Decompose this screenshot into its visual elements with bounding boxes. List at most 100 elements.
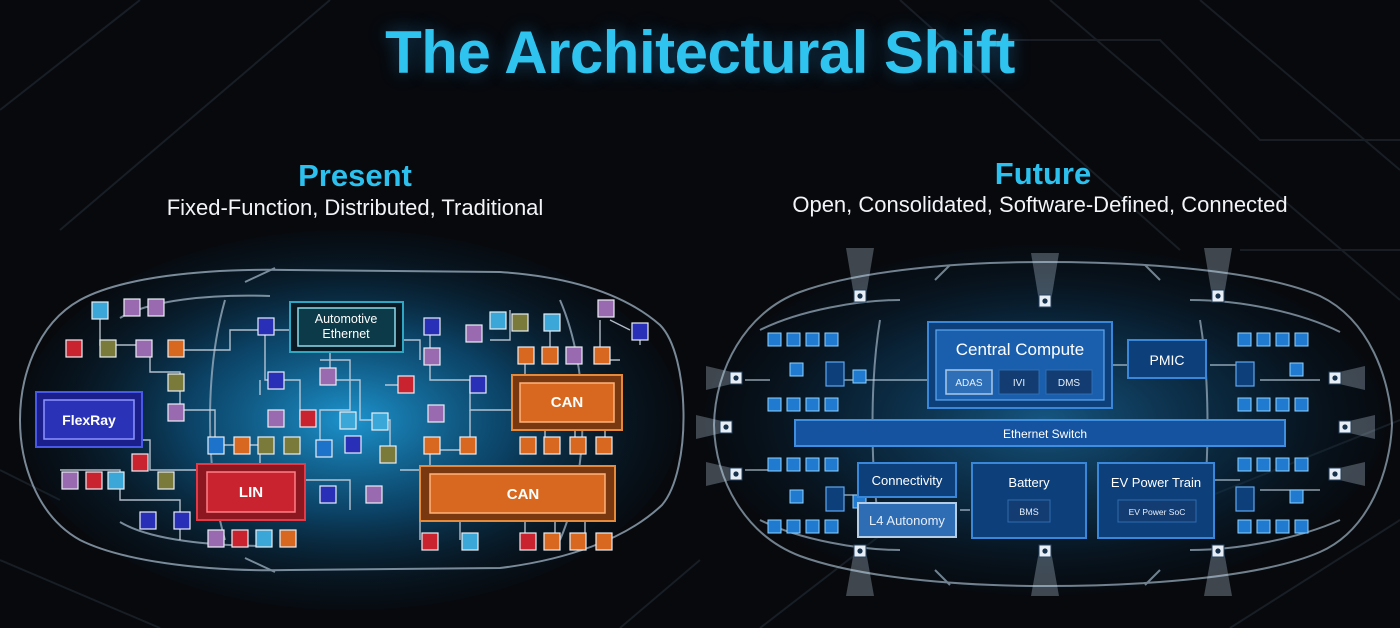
automotive-ethernet-label-1: Automotive — [315, 312, 378, 326]
ecu-module — [207, 529, 225, 548]
future-zonal-ecus — [767, 332, 1309, 534]
ecu-module — [565, 346, 583, 365]
dms-label: DMS — [1058, 378, 1081, 389]
zonal-ecu-module — [1289, 362, 1304, 377]
zonal-ecu-module — [805, 457, 820, 472]
ecu-module — [459, 436, 477, 455]
zonal-ecu-module — [1294, 397, 1309, 412]
lin-box: LIN — [196, 463, 306, 521]
zonal-ecu-module — [1256, 457, 1271, 472]
zonal-ecu-module — [805, 332, 820, 347]
flexray-label: FlexRay — [62, 412, 116, 428]
ev-power-train-label: EV Power Train — [1111, 475, 1201, 490]
ecu-module — [147, 298, 165, 317]
connectivity-box: Connectivity — [857, 462, 957, 498]
l4-autonomy-box: L4 Autonomy — [857, 502, 957, 538]
present-subtitle: Fixed-Function, Distributed, Traditional — [166, 195, 544, 220]
sensor-lens-icon — [723, 424, 729, 430]
ecu-module — [339, 411, 357, 430]
future-heading: Future — [994, 156, 1092, 191]
ecu-module — [279, 529, 297, 548]
ecu-module — [257, 436, 275, 455]
zonal-ecu-module — [786, 397, 801, 412]
ecu-module — [131, 453, 149, 472]
ev-power-train-box: EV Power Train EV Power SoC — [1097, 462, 1215, 539]
battery-label: Battery — [1008, 475, 1050, 490]
ecu-module — [233, 436, 251, 455]
sensor-lens-icon — [857, 293, 863, 299]
ecu-module — [167, 403, 185, 422]
sensor-beam — [1031, 551, 1059, 596]
zonal-ecu-module — [1256, 332, 1271, 347]
ecu-module — [107, 471, 125, 490]
ecu-module — [631, 322, 649, 341]
ecu-module — [207, 436, 225, 455]
can-lower-box: CAN — [419, 465, 616, 522]
ecu-module — [173, 511, 191, 530]
ecu-module — [423, 317, 441, 336]
ecu-module — [421, 532, 439, 551]
zonal-ecu-module — [1237, 332, 1252, 347]
can-upper-label: CAN — [551, 394, 584, 411]
ecu-module — [595, 436, 613, 455]
zonal-ecu-module — [786, 457, 801, 472]
ecu-module — [423, 347, 441, 366]
zonal-ecu-module — [1275, 519, 1290, 534]
ecu-module — [569, 532, 587, 551]
ecu-module — [99, 339, 117, 358]
ecu-module — [167, 339, 185, 358]
ecu-module — [597, 299, 615, 318]
zonal-ecu-module — [789, 489, 804, 504]
ecu-module — [123, 298, 141, 317]
zonal-ecu-module — [786, 332, 801, 347]
future-sensors — [696, 248, 1375, 596]
zonal-ecu-module — [1294, 519, 1309, 534]
ecu-module — [135, 339, 153, 358]
ecu-module — [427, 404, 445, 423]
ecu-module — [231, 529, 249, 548]
sensor-beam — [696, 415, 726, 439]
ecu-module — [543, 532, 561, 551]
zonal-ecu-module — [767, 519, 782, 534]
ecu-module — [91, 301, 109, 320]
zonal-ecu-module — [805, 519, 820, 534]
sensor-beam — [1204, 551, 1232, 596]
automotive-ethernet-box: Automotive Ethernet — [289, 301, 404, 353]
adas-label: ADAS — [955, 378, 983, 389]
automotive-ethernet-label-2: Ethernet — [322, 327, 370, 341]
zonal-ecu-module — [1237, 397, 1252, 412]
sensor-beam — [846, 551, 874, 596]
ecu-module — [315, 439, 333, 458]
sensor-beam — [1335, 462, 1365, 486]
sensor-lens-icon — [1215, 548, 1221, 554]
ecu-module — [267, 409, 285, 428]
can-lower-label: CAN — [507, 486, 540, 503]
battery-box: Battery BMS — [971, 462, 1087, 539]
zonal-ecu-module — [824, 397, 839, 412]
ecu-module — [255, 529, 273, 548]
lin-label: LIN — [239, 484, 263, 501]
zonal-ecu-module — [767, 397, 782, 412]
zonal-ecu-module — [767, 332, 782, 347]
flexray-box: FlexRay — [35, 391, 143, 448]
zonal-ecu-module — [1275, 397, 1290, 412]
zonal-ecu-module — [1237, 519, 1252, 534]
sensor-lens-icon — [733, 471, 739, 477]
sensor-beam — [706, 366, 736, 390]
can-upper-box: CAN — [511, 374, 623, 431]
ecu-module — [85, 471, 103, 490]
ecu-module — [397, 375, 415, 394]
page-title: The Architectural Shift — [385, 19, 1015, 86]
ecu-module — [517, 346, 535, 365]
ecu-module — [569, 436, 587, 455]
zonal-ecu-module — [1275, 457, 1290, 472]
future-wiring — [745, 364, 1320, 511]
ecu-module — [167, 373, 185, 392]
ecu-module — [379, 445, 397, 464]
sensor-lens-icon — [1042, 298, 1048, 304]
ecu-module — [595, 532, 613, 551]
ivi-label: IVI — [1013, 378, 1025, 389]
zonal-ecu-module — [1237, 457, 1252, 472]
zonal-ecu-module — [852, 369, 867, 384]
sensor-lens-icon — [1332, 375, 1338, 381]
